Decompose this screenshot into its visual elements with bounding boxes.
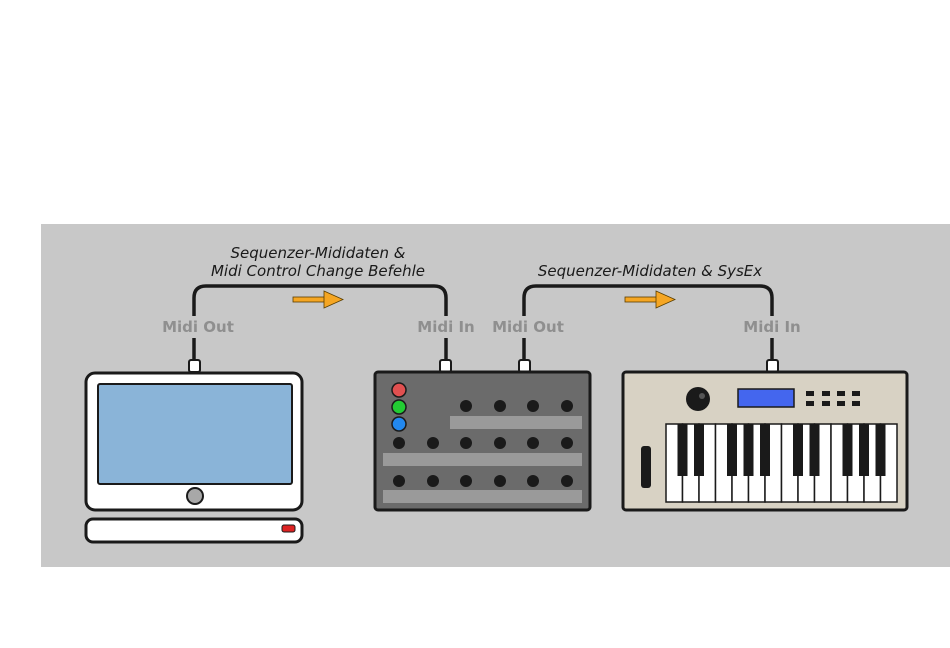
keyboard-midi-in-label: Midi In (743, 318, 800, 336)
black-key (859, 424, 869, 476)
led-red (392, 383, 406, 397)
pitch-wheel (641, 446, 651, 488)
computer-base-unit (86, 519, 302, 542)
black-key (760, 424, 770, 476)
plug-controller-out (519, 360, 530, 372)
cable-1-title-line2: Midi Control Change Befehle (211, 262, 425, 280)
led-green (392, 400, 406, 414)
cable-2-title: Sequenzer-Mididaten & SysEx (538, 262, 762, 280)
black-key (810, 424, 820, 476)
black-key (744, 424, 754, 476)
piano-keys (666, 424, 897, 502)
keyboard-display (738, 389, 794, 407)
black-key (793, 424, 803, 476)
cable-1-title-line1: Sequenzer-Mididaten & (231, 244, 406, 262)
black-key (727, 424, 737, 476)
computer-drive-led (282, 525, 295, 532)
black-key (678, 424, 688, 476)
black-key (843, 424, 853, 476)
computer-power-button (187, 488, 203, 504)
plug-computer-out (189, 360, 200, 372)
black-key (694, 424, 704, 476)
plug-controller-in (440, 360, 451, 372)
keyboard-knob (686, 387, 710, 411)
synthesizer-keyboard-icon (623, 372, 907, 510)
led-blue (392, 417, 406, 431)
computer-midi-out-label: Midi Out (162, 318, 234, 336)
controller-midi-in-label: Midi In (417, 318, 474, 336)
computer-screen (98, 384, 292, 484)
midi-controller-icon (375, 372, 590, 510)
black-key (876, 424, 886, 476)
plug-keyboard-in (767, 360, 778, 372)
controller-midi-out-label: Midi Out (492, 318, 564, 336)
